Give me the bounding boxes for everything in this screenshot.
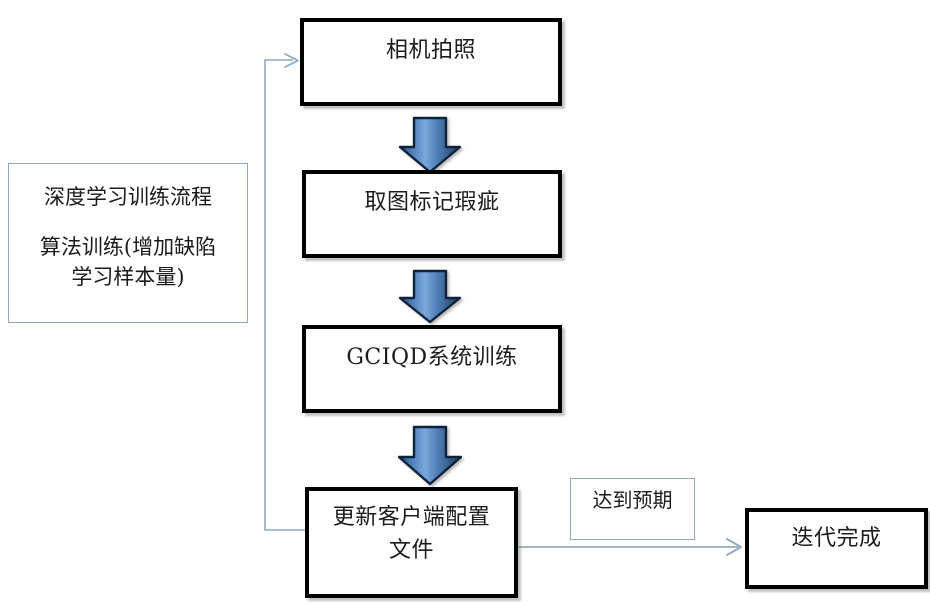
node-camera-capture[interactable]: 相机拍照	[300, 18, 562, 106]
node-gciqd-training[interactable]: GCIQD系统训练	[302, 325, 562, 413]
node-mark-defects-label: 取图标记瑕疵	[364, 190, 500, 215]
to-done-arrow	[518, 538, 742, 556]
block-arrow-camera-to-mark	[398, 116, 462, 174]
node-gciqd-training-label: GCIQD系统训练	[346, 345, 518, 370]
info-note-box: 深度学习训练流程 算法训练(增加缺陷 学习样本量)	[8, 163, 248, 323]
node-camera-capture-label: 相机拍照	[385, 38, 476, 63]
block-arrow-train-to-update	[397, 425, 463, 486]
block-arrow-mark-to-train	[398, 269, 462, 324]
node-mark-defects[interactable]: 取图标记瑕疵	[302, 170, 562, 258]
edge-label-expected: 达到预期	[570, 478, 695, 540]
info-note-line-1: 深度学习训练流程	[44, 185, 212, 209]
node-iteration-complete-label: 迭代完成	[791, 526, 882, 551]
node-update-client-config-label: 更新客户端配置 文件	[332, 505, 491, 563]
feedback-loop-arrow	[264, 53, 305, 531]
edge-label-expected-text: 达到预期	[592, 488, 673, 512]
info-note-line-2: 算法训练(增加缺陷 学习样本量)	[39, 235, 217, 289]
node-update-client-config[interactable]: 更新客户端配置 文件	[305, 487, 518, 598]
node-iteration-complete[interactable]: 迭代完成	[745, 508, 928, 589]
